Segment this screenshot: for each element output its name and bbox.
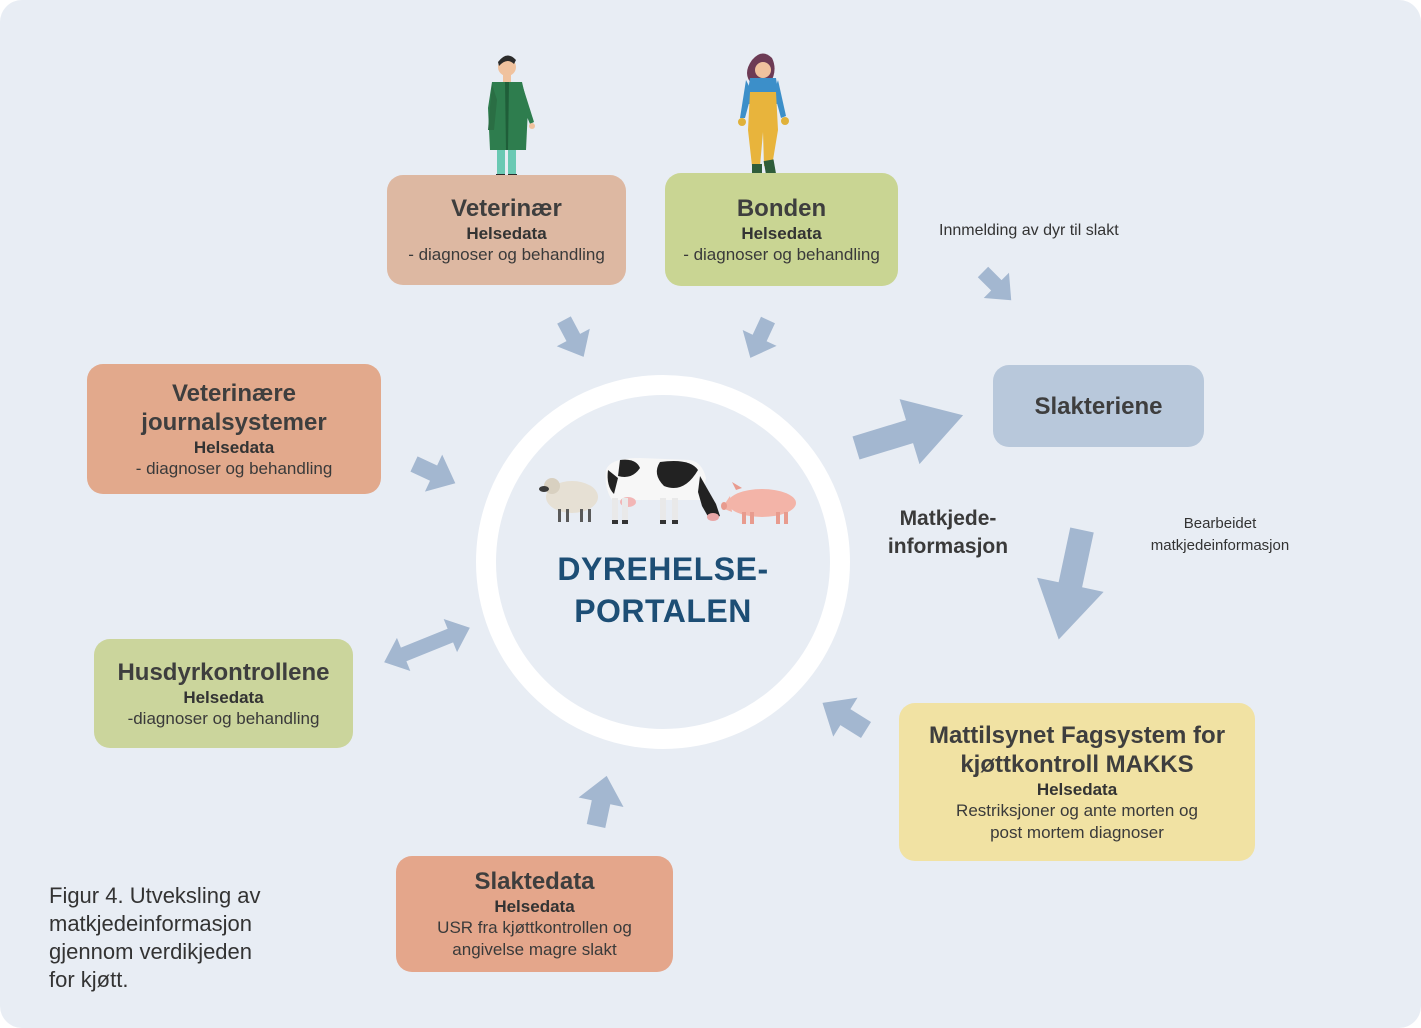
veterinaer-desc: - diagnoser og behandling	[408, 245, 605, 264]
caption-line4: for kjøtt.	[49, 967, 129, 992]
bearbeidet-label-line1: Bearbeidet	[1183, 515, 1257, 532]
double-arrow-husdyr-portal	[384, 619, 470, 671]
arrow-slakteriene-to-mattilsynet	[1037, 527, 1104, 640]
innmelding-label: Innmelding av dyr til slakt	[939, 222, 1119, 239]
portal-title: DYREHELSE- PORTALEN	[476, 548, 850, 632]
sheep-icon	[539, 478, 598, 522]
mattilsynet-box: Mattilsynet Fagsystem for kjøttkontroll …	[899, 703, 1255, 861]
veterinaer-sub: Helsedata	[466, 224, 547, 243]
husdyr-box: Husdyrkontrollene Helsedata -diagnoser o…	[94, 639, 353, 748]
matkjede-label-line2: informasjon	[887, 535, 1009, 558]
husdyr-title: Husdyrkontrollene	[117, 658, 330, 686]
caption-line2: matkjedeinformasjon	[49, 911, 252, 936]
mattilsynet-title-line2: kjøttkontroll MAKKS	[960, 750, 1194, 778]
slaktedata-sub: Helsedata	[494, 897, 575, 916]
portal-title-line1: DYREHELSE-	[557, 551, 769, 587]
husdyr-sub: Helsedata	[183, 687, 264, 707]
journal-title-line1: Veterinære	[171, 379, 297, 407]
journal-desc: - diagnoser og behandling	[135, 458, 333, 478]
arrow-portal-to-slakteriene	[852, 399, 964, 465]
bearbeidet-label-line2: matkjedeinformasjon	[1150, 537, 1290, 554]
slaktedata-box: Slaktedata Helsedata USR fra kjøttkontro…	[396, 856, 673, 972]
caption-line3: gjennom verdikjeden	[49, 939, 253, 964]
bonden-box: Bonden Helsedata - diagnoser og behandli…	[665, 173, 898, 286]
husdyr-desc: -diagnoser og behandling	[127, 708, 320, 728]
slaktedata-title: Slaktedata	[474, 868, 595, 895]
slaktedata-desc-line1: USR fra kjøttkontrollen og	[437, 918, 632, 937]
veterinaer-title: Veterinær	[451, 195, 562, 222]
journal-sub: Helsedata	[193, 437, 275, 457]
bearbeidet-label: Bearbeidet matkjedeinformasjon	[1128, 513, 1312, 557]
mattilsynet-sub: Helsedata	[1036, 779, 1118, 799]
bonden-title: Bonden	[736, 194, 827, 222]
mattilsynet-desc-line2: post mortem diagnoser	[990, 822, 1164, 842]
pig-icon	[721, 482, 796, 524]
bonden-sub: Helsedata	[741, 223, 822, 243]
slakteriene-box: Slakteriene	[993, 365, 1204, 447]
slaktedata-desc-line2: angivelse magre slakt	[452, 940, 617, 959]
figure-caption: Figur 4. Utveksling av matkjedeinformasj…	[49, 882, 309, 994]
portal-title-line2: PORTALEN	[574, 593, 752, 629]
journal-box: Veterinære journalsystemer Helsedata - d…	[87, 364, 381, 494]
journal-title-line2: journalsystemer	[141, 408, 327, 436]
veterinaer-box: Veterinær Helsedata - diagnoser og behan…	[387, 175, 626, 285]
bonden-desc: - diagnoser og behandling	[683, 244, 880, 264]
mattilsynet-desc-line1: Restriksjoner og ante morten og	[956, 800, 1198, 820]
slakteriene-title: Slakteriene	[1034, 392, 1163, 420]
cow-icon	[605, 458, 720, 524]
matkjede-label: Matkjede- informasjon	[870, 505, 1026, 561]
matkjede-label-line1: Matkjede-	[899, 507, 997, 530]
caption-line1: Figur 4. Utveksling av	[49, 883, 261, 908]
mattilsynet-title-line1: Mattilsynet Fagsystem for	[928, 721, 1226, 749]
